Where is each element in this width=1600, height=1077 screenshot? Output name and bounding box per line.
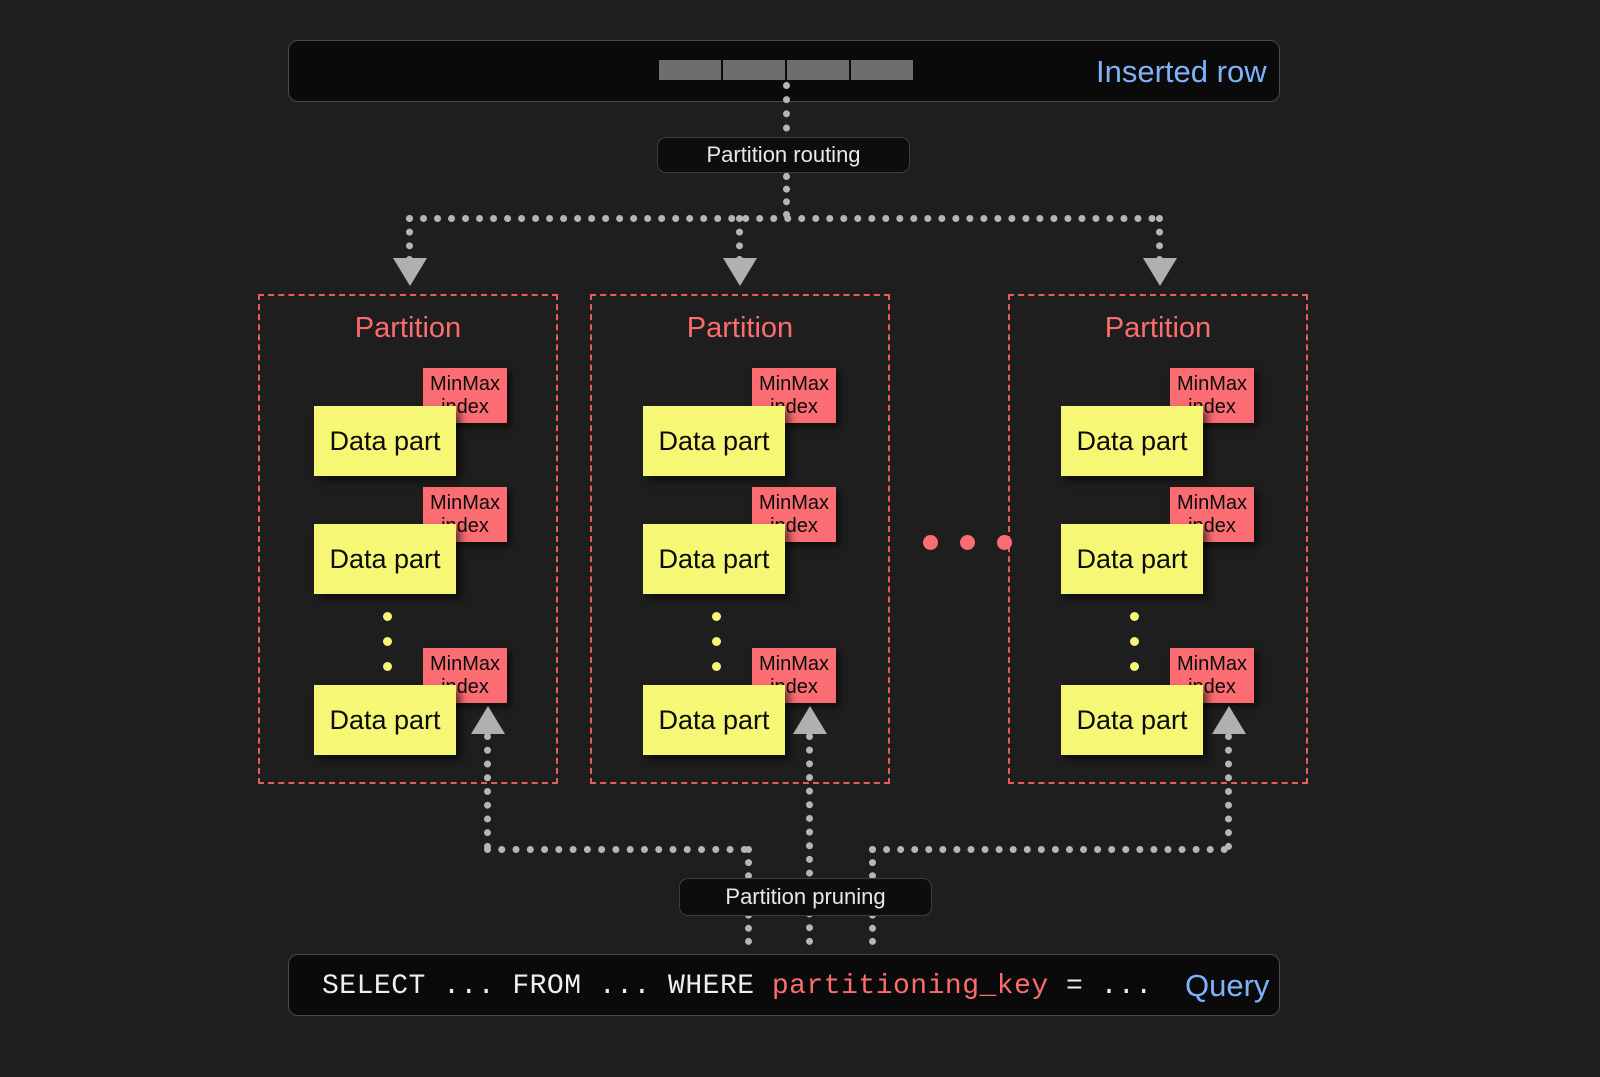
data-part-ellipsis <box>712 612 721 687</box>
query-code-text: SELECT ... FROM ... WHERE partitioning_k… <box>322 971 1153 1002</box>
query-bar <box>288 954 1280 1016</box>
query-label: Query <box>1185 968 1270 1003</box>
row-cell <box>723 60 785 80</box>
data-part-ellipsis <box>1130 612 1139 687</box>
connector-partition-3-to-bus <box>1225 733 1232 850</box>
ellipsis-dot <box>383 637 392 646</box>
arrow-up-partition-3 <box>1212 706 1246 734</box>
query-code-prefix: SELECT ... FROM ... WHERE <box>322 971 772 1002</box>
partition-pruning-box: Partition pruning <box>679 878 932 916</box>
data-part-box: Data part <box>643 524 785 594</box>
ellipsis-dot <box>712 612 721 621</box>
data-part-box: Data part <box>314 406 456 476</box>
data-part-box: Data part <box>643 685 785 755</box>
connector-partition-1-to-bus <box>484 733 491 850</box>
query-partitioning-key: partitioning_key <box>771 971 1049 1002</box>
ellipsis-dot <box>997 535 1012 550</box>
partition-title: Partition <box>686 312 794 344</box>
arrow-down-partition-3 <box>1143 258 1177 286</box>
connector-pruning-bus-right <box>869 846 1228 853</box>
minmax-index-box: MinMax index <box>1170 487 1254 542</box>
connector-routing-to-bus <box>783 173 790 218</box>
partition-2: Partition <box>590 294 890 784</box>
data-part-box: Data part <box>1061 685 1203 755</box>
partition-1: Partition <box>258 294 558 784</box>
connector-partition-2-to-pruning <box>806 733 813 945</box>
query-code-suffix: = ... <box>1048 971 1153 1002</box>
minmax-index-label: MinMax index <box>1176 652 1247 698</box>
connector-row-to-routing <box>783 82 790 174</box>
arrow-down-partition-2 <box>723 258 757 286</box>
data-part-box: Data part <box>643 406 785 476</box>
data-part-box: Data part <box>314 524 456 594</box>
ellipsis-dot <box>1130 662 1139 671</box>
minmax-index-label: MinMax index <box>1176 372 1247 418</box>
partition-title: Partition <box>354 312 462 344</box>
row-cell <box>659 60 721 80</box>
connector-bus-to-partition-3 <box>1156 215 1163 263</box>
data-part-box: Data part <box>1061 406 1203 476</box>
minmax-index-box: MinMax index <box>423 648 507 703</box>
partition-title: Partition <box>1104 312 1212 344</box>
data-part-box: Data part <box>1061 524 1203 594</box>
partition-ellipsis <box>923 535 1012 550</box>
ellipsis-dot <box>960 535 975 550</box>
connector-bus-to-partition-2 <box>736 215 743 263</box>
ellipsis-dot <box>383 662 392 671</box>
data-part-box: Data part <box>314 685 456 755</box>
ellipsis-dot <box>383 612 392 621</box>
arrow-up-partition-2 <box>793 706 827 734</box>
ellipsis-dot <box>712 637 721 646</box>
ellipsis-dot <box>712 662 721 671</box>
data-part-ellipsis <box>383 612 392 687</box>
connector-pruning-bus-left <box>484 846 748 853</box>
connector-bus-to-partition-1 <box>406 215 413 263</box>
connector-routing-bus <box>406 215 1156 222</box>
ellipsis-dot <box>1130 637 1139 646</box>
arrow-up-partition-1 <box>471 706 505 734</box>
inserted-row-cells <box>659 60 913 80</box>
row-cell <box>787 60 849 80</box>
inserted-row-label: Inserted row <box>1096 54 1267 89</box>
ellipsis-dot <box>923 535 938 550</box>
partition-routing-box: Partition routing <box>657 137 910 173</box>
ellipsis-dot <box>1130 612 1139 621</box>
row-cell <box>851 60 913 80</box>
arrow-down-partition-1 <box>393 258 427 286</box>
